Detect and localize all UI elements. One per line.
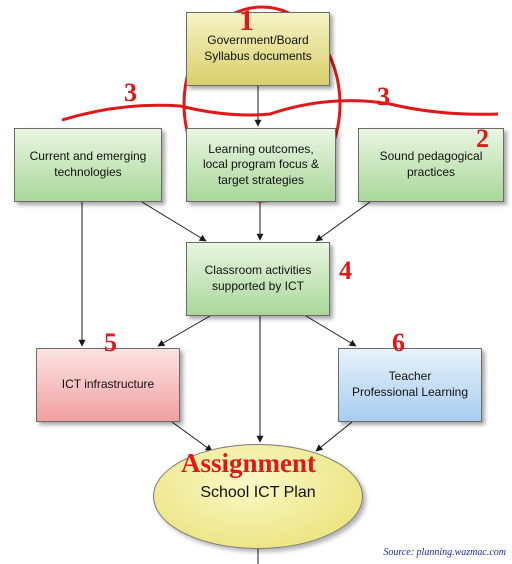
classroom-activities-box: Classroom activities supported by ICT xyxy=(186,242,330,316)
ict-infrastructure-box: ICT infrastructure xyxy=(36,348,180,422)
annotation-number-3-left: 3 xyxy=(124,78,137,107)
connector-infrastructure-plan xyxy=(171,421,213,452)
assignment-heading: Assignment xyxy=(181,448,317,478)
pedagogical-practices-label: Sound pedagogical practices xyxy=(379,149,483,179)
technologies-label: Current and emerging technologies xyxy=(29,149,147,179)
pedagogical-practices-box: Sound pedagogical practices xyxy=(358,128,504,202)
annotation-number-2: 2 xyxy=(476,124,489,153)
teacher-learning-box: Teacher Professional Learning xyxy=(338,348,482,422)
school-ict-plan-ellipse xyxy=(153,444,363,549)
ict-infrastructure-label: ICT infrastructure xyxy=(61,377,155,392)
annotation-number-4: 4 xyxy=(339,256,352,285)
source-credit: Source: planning.wazmac.com xyxy=(383,547,506,558)
annotation-number-3-right: 3 xyxy=(377,82,390,111)
classroom-activities-label: Classroom activities supported by ICT xyxy=(204,263,312,293)
connector-classroom-infrastructure xyxy=(157,315,211,347)
annotation-curve xyxy=(61,99,499,122)
annotation-number-1: 1 xyxy=(239,4,254,37)
annotation-number-5: 5 xyxy=(104,328,117,357)
learning-outcomes-box: Learning outcomes, local program focus &… xyxy=(186,128,336,202)
government-syllabus-label: Government/Board Syllabus documents xyxy=(204,33,312,63)
annotation-number-6: 6 xyxy=(392,328,405,357)
learning-outcomes-label: Learning outcomes, local program focus &… xyxy=(202,141,320,187)
connector-teacher-plan xyxy=(315,421,353,452)
connector-classroom-teacher xyxy=(305,315,357,347)
connector-tech-classroom xyxy=(141,201,207,242)
technologies-box: Current and emerging technologies xyxy=(14,128,162,202)
connector-pedagogical-classroom xyxy=(315,201,371,242)
school-ict-plan-label: School ICT Plan xyxy=(200,484,316,501)
government-syllabus-box: Government/Board Syllabus documents xyxy=(186,12,330,86)
teacher-learning-label: Teacher Professional Learning xyxy=(351,369,469,399)
